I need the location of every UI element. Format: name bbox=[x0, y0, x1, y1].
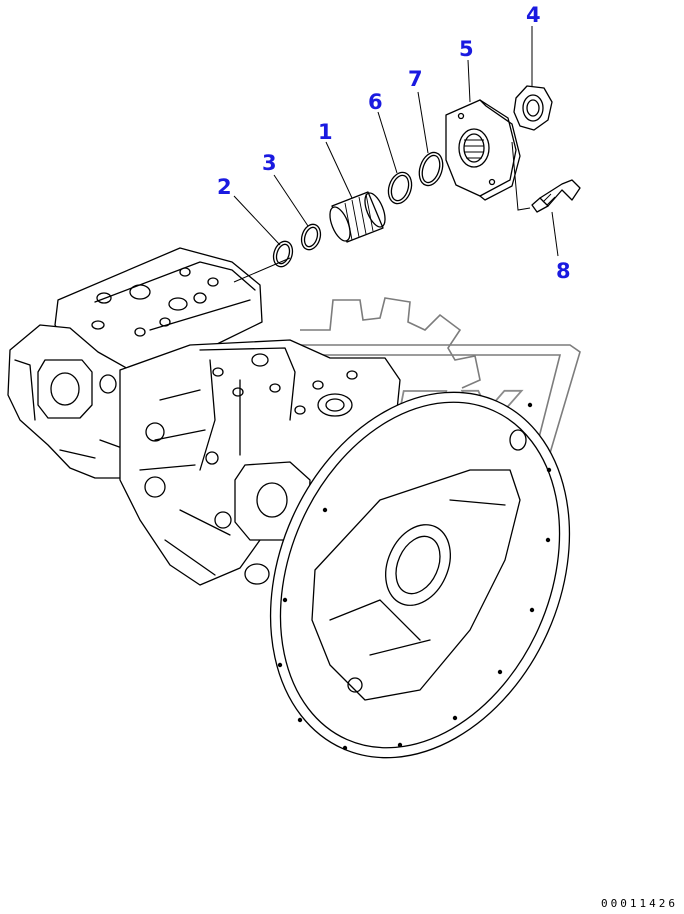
callout-8: 8 bbox=[556, 259, 571, 283]
callout-3: 3 bbox=[262, 151, 277, 175]
flywheel-housing bbox=[269, 391, 571, 759]
part-5-flange bbox=[445, 99, 521, 201]
drawing-number: 00011426 bbox=[601, 897, 678, 910]
leader-lines bbox=[233, 26, 559, 283]
callout-4: 4 bbox=[526, 3, 541, 27]
callout-2: 2 bbox=[217, 175, 232, 199]
callouts: 1 2 3 4 5 6 7 8 bbox=[217, 3, 571, 283]
part-3-o-ring bbox=[300, 223, 322, 251]
callout-7: 7 bbox=[408, 67, 423, 91]
part-7-o-ring bbox=[418, 151, 444, 187]
part-6-o-ring bbox=[387, 171, 413, 205]
pump-assembly bbox=[7, 247, 571, 759]
part-2-o-ring bbox=[272, 240, 294, 268]
callout-5: 5 bbox=[459, 37, 474, 61]
callout-1: 1 bbox=[318, 120, 333, 144]
callout-6: 6 bbox=[368, 90, 383, 114]
part-1-plug bbox=[329, 191, 386, 243]
part-4-nut bbox=[513, 85, 553, 131]
part-8-bolt bbox=[531, 179, 581, 213]
